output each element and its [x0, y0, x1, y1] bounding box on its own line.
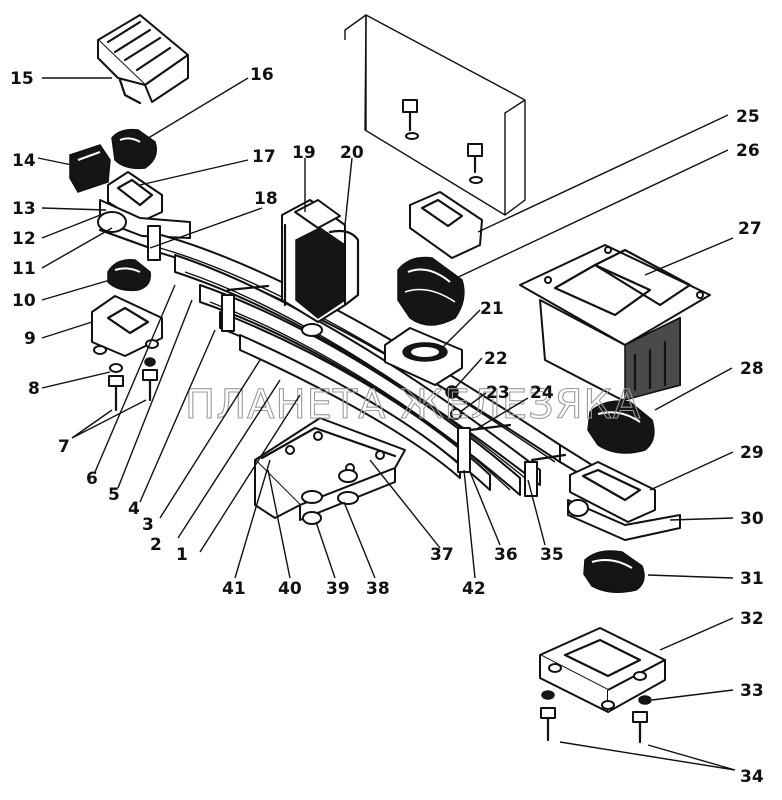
callout-26: 26 [736, 141, 760, 161]
part-29-shackle [569, 461, 656, 523]
part-33-34-bolts [540, 690, 652, 744]
callout-42: 42 [462, 579, 486, 599]
part-16-rubber-pad [111, 128, 157, 170]
callout-38: 38 [366, 579, 390, 599]
part-32-lower-rear-bracket [539, 627, 666, 713]
part-19-20-bump-stop [281, 199, 360, 337]
callout-19: 19 [292, 143, 316, 163]
callout-36: 36 [494, 545, 518, 565]
part-31-rubber-pad [583, 550, 645, 593]
callout-5: 5 [108, 485, 120, 505]
leader-lines [37, 77, 736, 771]
callout-39: 39 [326, 579, 350, 599]
part-8-7-bolts [108, 357, 158, 412]
watermark-text: ПЛАНЕТА ЖЕЛЕЗЯКА [185, 382, 641, 428]
callout-16: 16 [250, 65, 274, 85]
callout-35: 35 [540, 545, 564, 565]
callout-9: 9 [24, 329, 36, 349]
callout-4: 4 [128, 499, 140, 519]
callout-12: 12 [12, 229, 36, 249]
callout-6: 6 [86, 469, 98, 489]
callout-37: 37 [430, 545, 454, 565]
callout-41: 41 [222, 579, 246, 599]
callout-11: 11 [12, 259, 36, 279]
callout-1: 1 [176, 545, 188, 565]
part-14-rubber-pad [69, 144, 111, 193]
callout-34: 34 [740, 767, 764, 787]
callout-22: 22 [484, 349, 508, 369]
callout-40: 40 [278, 579, 302, 599]
callout-20: 20 [340, 143, 364, 163]
callout-labels: 15 16 14 17 19 20 18 13 12 11 10 9 8 7 6… [10, 65, 764, 787]
callout-24: 24 [530, 383, 554, 403]
callout-8: 8 [28, 379, 40, 399]
callout-23: 23 [486, 383, 510, 403]
callout-31: 31 [740, 569, 764, 589]
frame-bracket-outline [344, 13, 526, 216]
part-22-23-24-fasteners [445, 385, 462, 420]
callout-17: 17 [252, 147, 276, 167]
callout-13: 13 [12, 199, 36, 219]
part-30-spring-eye-rear [567, 499, 681, 541]
callout-7: 7 [58, 437, 70, 457]
callout-28: 28 [740, 359, 764, 379]
part-28-rubber-pad [587, 400, 655, 454]
callout-30: 30 [740, 509, 764, 529]
part-15-upper-bracket [97, 14, 189, 105]
callout-18: 18 [254, 189, 278, 209]
callout-10: 10 [12, 291, 36, 311]
part-9-lower-bracket [91, 295, 163, 357]
part-25-spring-cup [409, 191, 483, 259]
spring-clips [147, 225, 567, 497]
part-10-rubber-pad [107, 259, 151, 292]
callout-2: 2 [150, 535, 162, 555]
callout-32: 32 [740, 609, 764, 629]
part-21-spacer-ring [384, 327, 463, 386]
part-27-rear-bracket [519, 244, 711, 401]
part-26-rubber-pad [397, 256, 465, 326]
callout-25: 25 [736, 107, 760, 127]
part-40-axle-pad [254, 417, 406, 521]
callout-14: 14 [12, 151, 36, 171]
callout-27: 27 [738, 219, 762, 239]
callout-21: 21 [480, 299, 504, 319]
callout-15: 15 [10, 69, 34, 89]
callout-3: 3 [142, 515, 154, 535]
callout-33: 33 [740, 681, 764, 701]
part-37-38-39-nuts [301, 469, 359, 525]
part-13-12-11-spring-eye [97, 199, 191, 250]
callout-29: 29 [740, 443, 764, 463]
